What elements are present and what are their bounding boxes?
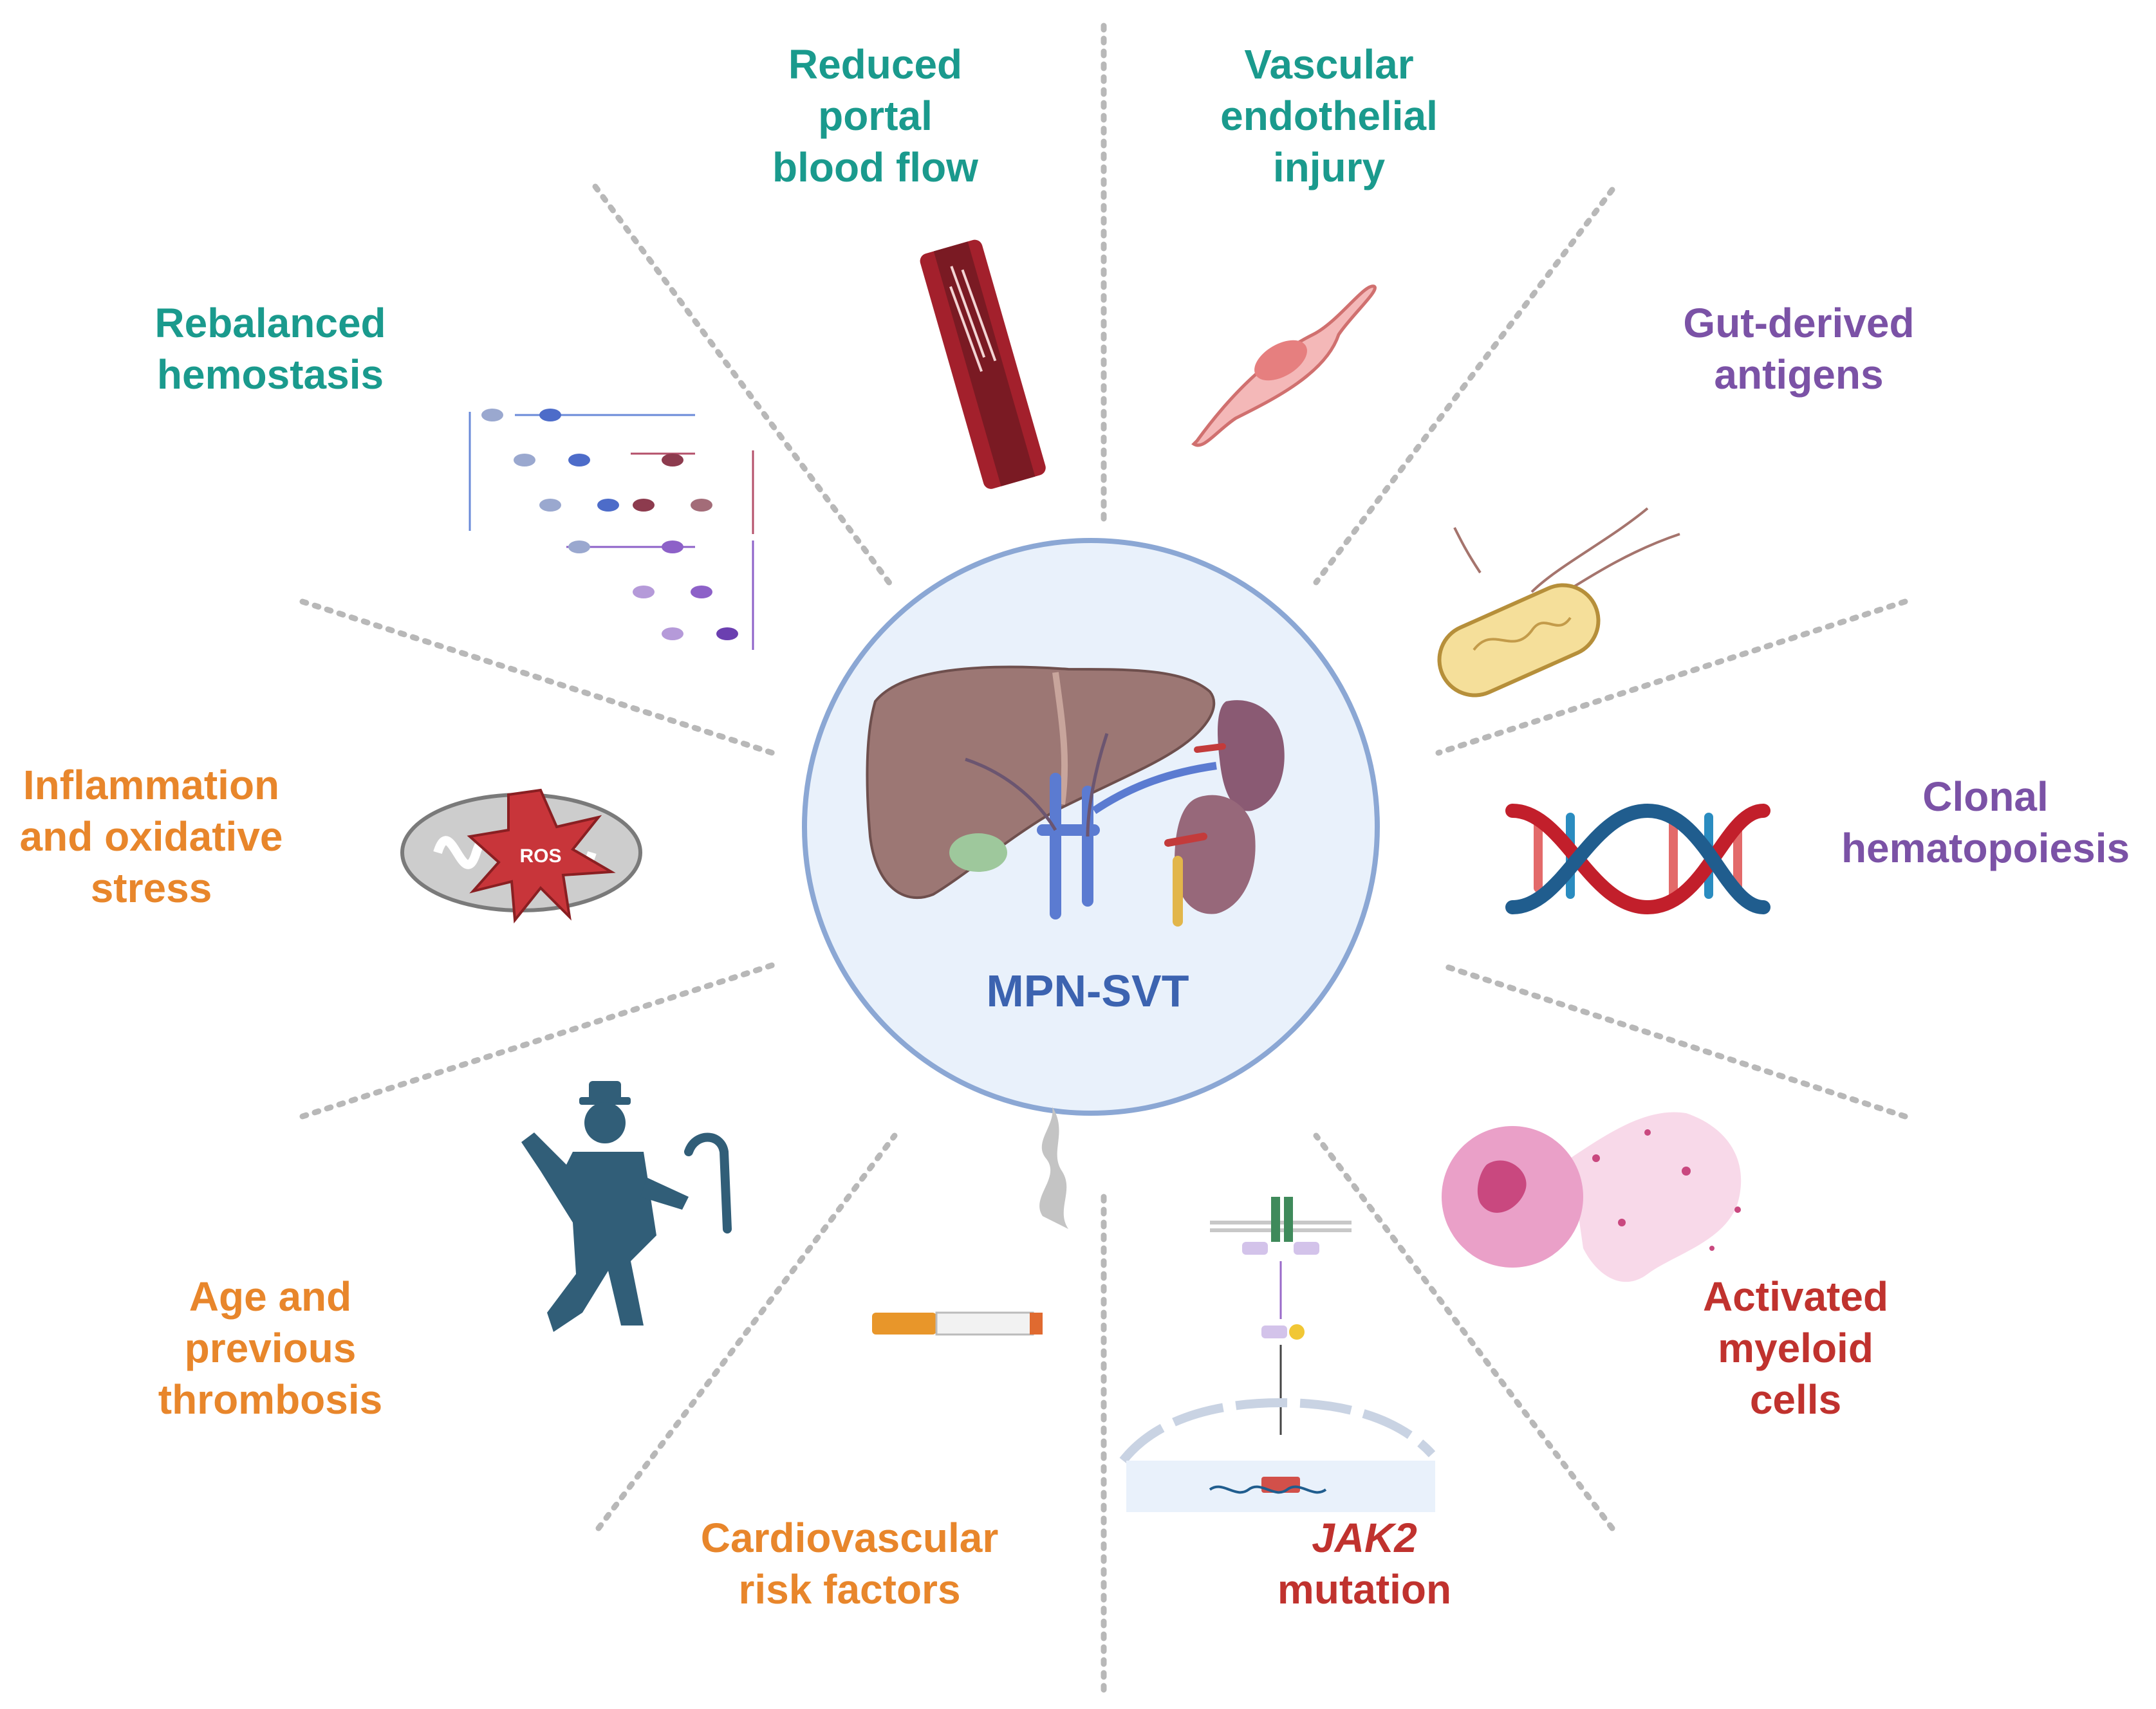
dna-helix-icon: [1505, 803, 1770, 915]
bacterium-icon: [1437, 507, 1680, 697]
label-rebalanced-hemostasis: Rebalanced hemostasis: [154, 297, 386, 400]
label-reduced-portal-blood-flow: Reduced portal blood flow: [772, 39, 978, 193]
divider-right-upper: [1435, 598, 1908, 756]
label-line: mutation: [1277, 1566, 1452, 1612]
label-line: Cardiovascular: [700, 1515, 999, 1561]
divider-left-upper: [299, 598, 776, 756]
label-inflammation-oxidative-stress: Inflammation and oxidative stress: [20, 759, 283, 914]
label-line: thrombosis: [158, 1376, 383, 1423]
label-line: blood flow: [772, 144, 978, 190]
center-label: MPN-SVT: [986, 966, 1189, 1016]
label-line: portal: [818, 93, 933, 139]
label-line: Activated: [1702, 1273, 1889, 1320]
label-age-previous-thrombosis: Age and previous thrombosis: [158, 1271, 382, 1425]
label-line: Inflammation: [23, 762, 280, 808]
mitochondrion-icon: ROS: [400, 788, 642, 924]
divider-upper-right: [1313, 187, 1615, 586]
divider-upper-left: [592, 183, 895, 589]
label-line: risk factors: [738, 1566, 961, 1612]
divider-lines: [299, 23, 1908, 1695]
label-line: injury: [1272, 144, 1386, 190]
label-vascular-endothelial-injury: Vascular endothelial injury: [1220, 39, 1438, 193]
label-line: Reduced: [788, 41, 963, 88]
label-line: myeloid: [1718, 1325, 1873, 1371]
label-line: Gut-derived: [1683, 300, 1915, 346]
label-line: and oxidative: [19, 813, 283, 860]
label-line: endothelial: [1220, 93, 1438, 139]
divider-lower-right: [1313, 1132, 1615, 1531]
label-line: cells: [1749, 1376, 1842, 1423]
label-gut-derived-antigens: Gut-derived antigens: [1683, 297, 1914, 400]
label-line: hemostasis: [156, 351, 384, 398]
divider-lower-left: [595, 1132, 898, 1531]
elderly-person-icon: [521, 1081, 732, 1332]
label-activated-myeloid-cells: Activated myeloid cells: [1703, 1271, 1888, 1425]
label-cardiovascular-risk-factors: Cardiovascular risk factors: [701, 1512, 998, 1615]
label-line: previous: [184, 1325, 357, 1371]
myeloid-cell-icon: [1442, 1112, 1742, 1282]
label-line: JAK2: [1312, 1515, 1417, 1561]
label-line: Clonal: [1922, 773, 2049, 820]
label-line: hematopoiesis: [1841, 825, 2130, 871]
liver-kidney-icon: [866, 665, 1285, 927]
cigarette-icon: [872, 1107, 1068, 1336]
label-line: Rebalanced: [154, 300, 386, 346]
blood-vessel-icon: [920, 239, 1046, 489]
divider-left-lower: [299, 962, 776, 1120]
label-line: antigens: [1714, 351, 1884, 398]
ros-label: ROS: [519, 845, 561, 867]
label-clonal-hematopoiesis: Clonal hematopoiesis: [1841, 771, 2130, 874]
label-line: Vascular: [1244, 41, 1414, 88]
label-jak2-mutation: JAK2 mutation: [1278, 1512, 1451, 1615]
jak2-signaling-icon: [1119, 1197, 1436, 1512]
coagulation-cascade-icon: [469, 409, 754, 650]
label-line: stress: [90, 865, 212, 911]
label-line: Age and: [189, 1273, 352, 1320]
endothelial-cell-icon: [1191, 284, 1377, 447]
divider-right-lower: [1438, 962, 1908, 1120]
